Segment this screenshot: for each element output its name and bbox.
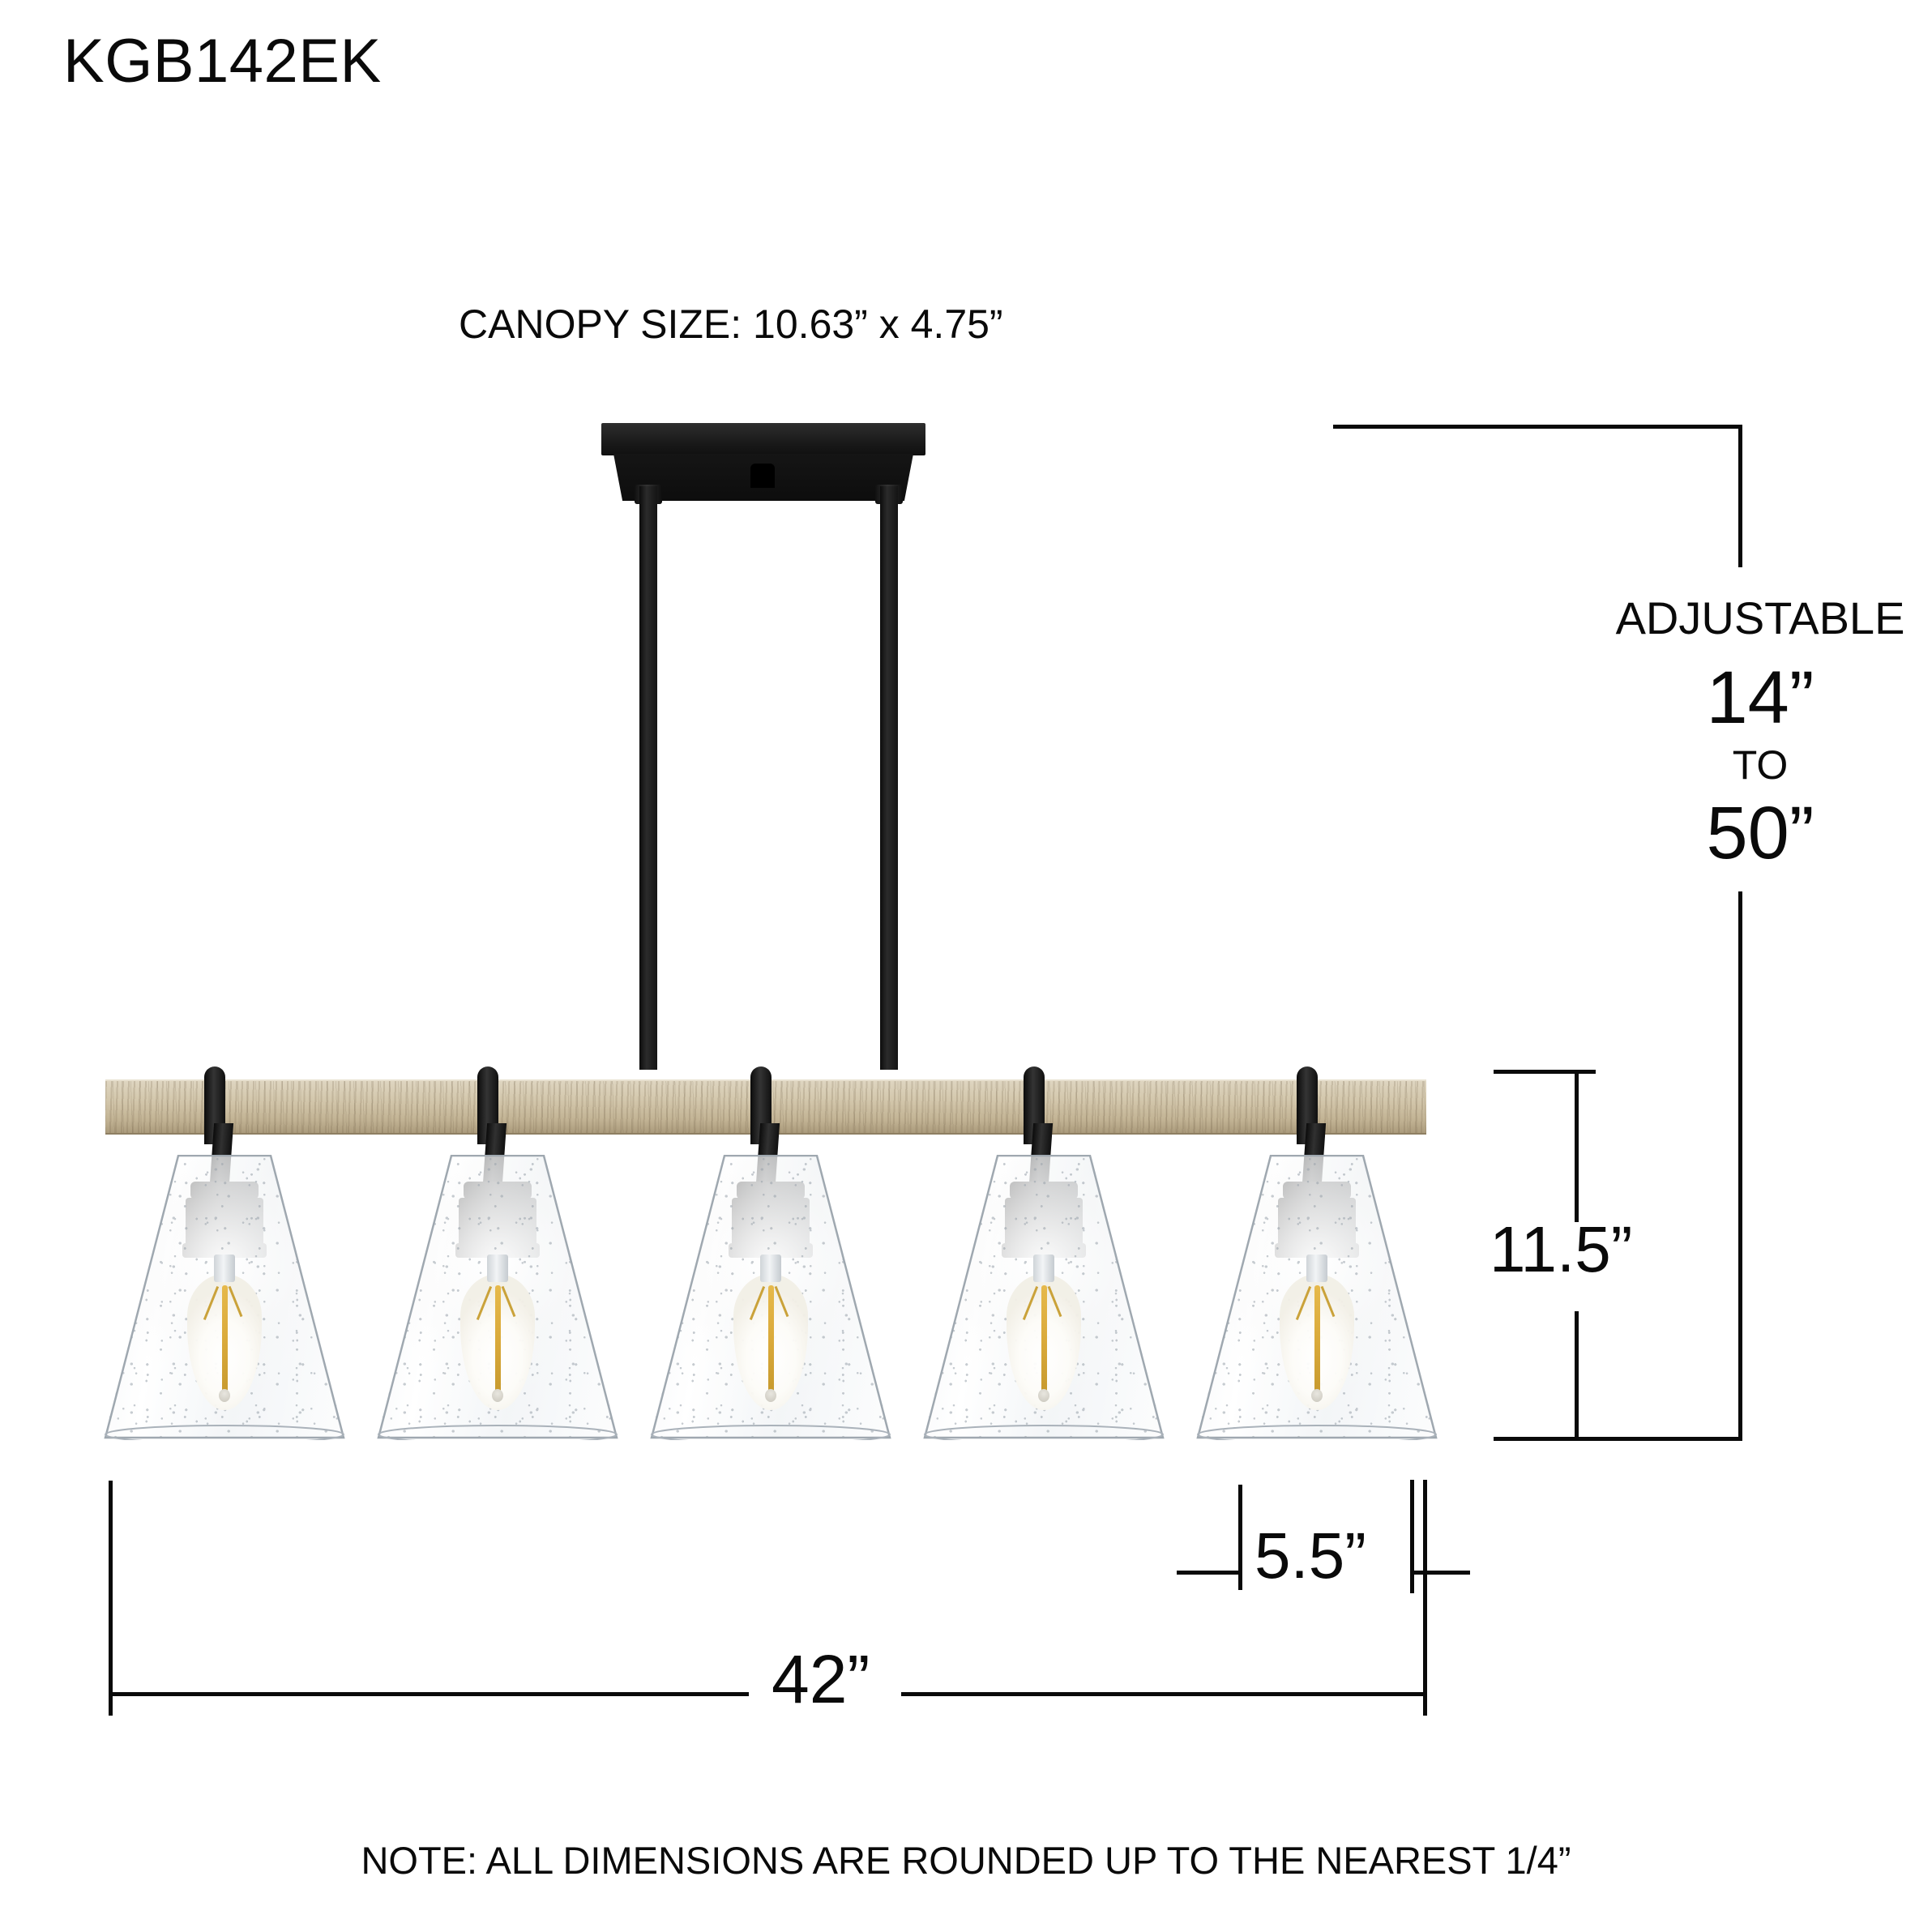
shade-outline (377, 1155, 618, 1440)
bulb-filament (222, 1285, 228, 1392)
adjustable-line-upper (1738, 425, 1742, 567)
width-line-left (109, 1692, 749, 1696)
dimension-note: NOTE: ALL DIMENSIONS ARE ROUNDED UP TO T… (361, 1839, 1571, 1882)
shade-height-line-lower (1575, 1311, 1579, 1439)
shade-outline (104, 1155, 345, 1440)
bulb-filament (1041, 1285, 1047, 1392)
canopy-size-label: CANOPY SIZE: 10.63” x 4.75” (459, 301, 1003, 347)
downrod-right (880, 486, 898, 1070)
adjustable-dimension-group: ADJUSTABLE 14” TO 50” (1588, 596, 1932, 873)
bulb-tip (1311, 1389, 1323, 1402)
width-line-right (901, 1692, 1426, 1696)
adjustable-max-value: 50” (1706, 792, 1814, 875)
adjustable-min-value: 14” (1706, 656, 1814, 739)
bulb-neck (214, 1255, 235, 1282)
spacing-ext-left (1238, 1485, 1242, 1590)
bulb-neck (760, 1255, 781, 1282)
width-ext-left (109, 1481, 113, 1716)
bulb-neck (1306, 1255, 1327, 1282)
page-title: KGB142EK (63, 27, 382, 96)
downrod-left (639, 486, 657, 1070)
overall-width-value: 42” (772, 1641, 870, 1717)
bulb-tip (765, 1389, 776, 1402)
canopy-center-nub (750, 464, 775, 488)
bulb-filament (768, 1285, 774, 1392)
shade-outline (923, 1155, 1165, 1440)
bulb-filament (495, 1285, 501, 1392)
shade-height-top-tick (1494, 1070, 1596, 1074)
bulb-neck (487, 1255, 508, 1282)
shade-height-line-upper (1575, 1070, 1579, 1222)
adjustable-top-tick (1333, 425, 1742, 429)
bulb-filament (1314, 1285, 1320, 1392)
shade-spacing-value: 5.5” (1255, 1520, 1366, 1592)
adjustable-label: ADJUSTABLE (1615, 592, 1905, 643)
canopy-plate (601, 423, 925, 455)
bulb-tip (492, 1389, 503, 1402)
width-ext-right (1423, 1480, 1427, 1716)
adjustable-line-lower (1738, 891, 1742, 1441)
spacing-arrow-left (1177, 1571, 1242, 1575)
spacing-arrow-right (1412, 1571, 1470, 1575)
bulb-tip (219, 1389, 230, 1402)
shade-height-value: 11.5” (1490, 1213, 1633, 1285)
adjustable-to-label: TO (1732, 742, 1789, 788)
shade-outline (650, 1155, 891, 1440)
spacing-ext-right (1410, 1480, 1414, 1593)
bulb-tip (1038, 1389, 1049, 1402)
shade-outline (1196, 1155, 1438, 1440)
bulb-neck (1033, 1255, 1054, 1282)
shade-height-bottom-tick (1494, 1437, 1742, 1441)
